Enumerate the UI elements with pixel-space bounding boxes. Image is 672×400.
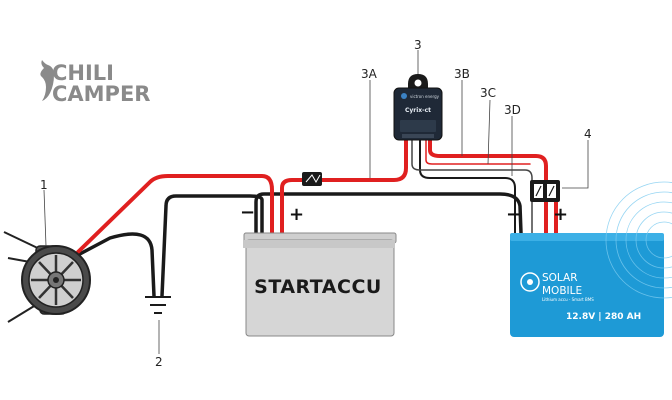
callout-3c: 3C — [480, 86, 496, 100]
callout-3b: 3B — [454, 67, 470, 81]
house-battery-brand-2: MOBILE — [542, 285, 582, 297]
house-battery: SOLAR MOBILE Lithium accu - Smart BMS 12… — [510, 181, 672, 337]
ground-symbol — [145, 296, 171, 314]
alternator-positive-wire — [76, 174, 274, 254]
logo-line-2: CAMPER — [52, 82, 150, 106]
start-battery-negative-sign: − — [240, 202, 255, 223]
fuse-block — [530, 180, 560, 202]
chili-camper-logo: CHILI CAMPER — [40, 60, 150, 106]
house-battery-spec: 12.8V | 280 AH — [566, 312, 641, 322]
start-battery: STARTACCU — [243, 232, 397, 337]
charger-brand: victron energy — [410, 94, 440, 99]
alternator-ground-wire — [74, 232, 156, 298]
callout-1: 1 — [40, 178, 48, 192]
charger-ground-wire-3d — [419, 137, 516, 234]
house-battery-negative-sign: − — [506, 204, 521, 225]
negative-interconnect-wire — [254, 192, 523, 235]
charger-signal-wire-3c — [411, 137, 533, 234]
charger-signal-wire-3c-red — [425, 137, 531, 165]
chili-pepper-icon — [40, 60, 54, 101]
callout-3d: 3D — [504, 103, 521, 117]
startaccu-negative-wire — [160, 194, 264, 298]
charger-input-wire-3a — [280, 136, 408, 235]
house-battery-positive-sign: + — [553, 204, 568, 225]
callout-3a: 3A — [361, 67, 378, 81]
inline-fuse — [302, 172, 322, 186]
alternator — [3, 231, 91, 323]
house-battery-subtitle: Lithium accu - Smart BMS — [542, 297, 594, 302]
logo-line-1: CHILI — [52, 61, 114, 85]
start-battery-positive-sign: + — [289, 204, 304, 225]
start-battery-label: STARTACCU — [254, 276, 382, 298]
battery-combiner: victron energy Cyrix-ct — [393, 74, 443, 141]
charger-model: Cyrix-ct — [405, 107, 431, 114]
callout-3: 3 — [414, 38, 422, 52]
house-battery-brand-1: SOLAR — [542, 272, 578, 284]
callout-2: 2 — [155, 355, 163, 369]
callout-4: 4 — [584, 127, 592, 141]
